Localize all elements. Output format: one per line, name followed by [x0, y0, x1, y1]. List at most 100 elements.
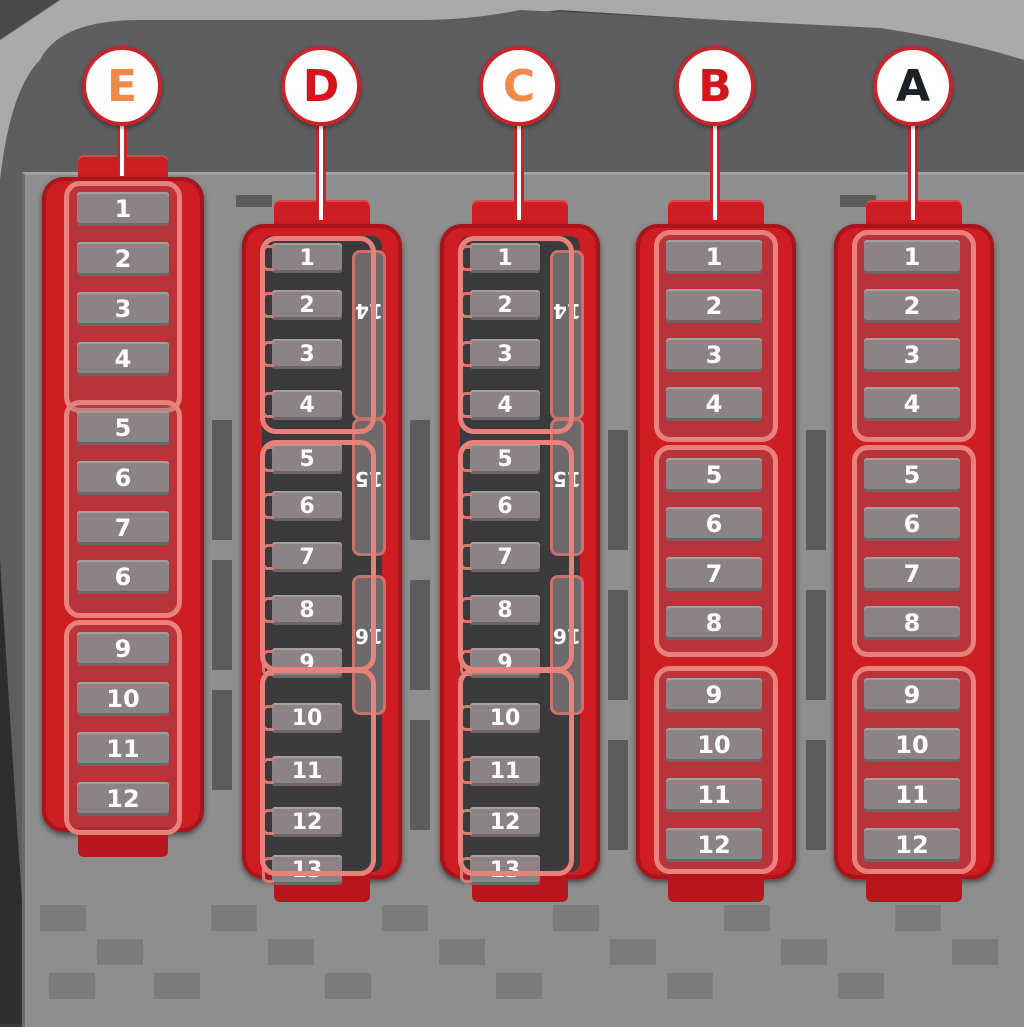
- fuse-a-7[interactable]: 7: [864, 557, 960, 591]
- fuse-e-5[interactable]: 5: [77, 411, 169, 445]
- fuse-d-4[interactable]: 4: [272, 390, 342, 420]
- module-a-foot: [866, 872, 962, 902]
- fuse-b-11[interactable]: 11: [666, 778, 762, 812]
- fuse-c-13[interactable]: 13: [470, 855, 540, 885]
- fuse-e-2[interactable]: 2: [77, 242, 169, 276]
- callout-a: A: [873, 46, 953, 126]
- fuse-b-7[interactable]: 7: [666, 557, 762, 591]
- panel-pad: [325, 973, 371, 999]
- fuse-b-6[interactable]: 6: [666, 507, 762, 541]
- fuse-e-3[interactable]: 3: [77, 292, 169, 326]
- callout-b: B: [675, 46, 755, 126]
- fuse-d-12[interactable]: 12: [272, 807, 342, 837]
- fuse-d-6[interactable]: 6: [272, 491, 342, 521]
- fuse-c-10[interactable]: 10: [470, 703, 540, 733]
- fuse-a-1[interactable]: 1: [864, 240, 960, 274]
- module-d-group-2: [260, 440, 376, 672]
- fuse-e-8[interactable]: 6: [77, 560, 169, 594]
- fuse-b-2[interactable]: 2: [666, 289, 762, 323]
- fuse-d-11[interactable]: 11: [272, 756, 342, 786]
- callout-b-letter: B: [698, 60, 732, 112]
- fuse-a-9[interactable]: 9: [864, 678, 960, 712]
- fuse-e-6[interactable]: 6: [77, 461, 169, 495]
- fuse-c-3[interactable]: 3: [470, 339, 540, 369]
- fuse-b-1[interactable]: 1: [666, 240, 762, 274]
- callout-d: D: [281, 46, 361, 126]
- panel-slot: [806, 590, 826, 700]
- fuse-a-10[interactable]: 10: [864, 728, 960, 762]
- module-c-group-2: [458, 440, 574, 672]
- fuse-c-8[interactable]: 8: [470, 595, 540, 625]
- fuse-b-8[interactable]: 8: [666, 606, 762, 640]
- fuse-c-6[interactable]: 6: [470, 491, 540, 521]
- callout-c-leader: [514, 118, 524, 220]
- fuse-a-2[interactable]: 2: [864, 289, 960, 323]
- side-fuse-c-16[interactable]: 16: [550, 575, 584, 715]
- fuse-b-10[interactable]: 10: [666, 728, 762, 762]
- callout-b-leader: [710, 118, 720, 220]
- fuse-b-4[interactable]: 4: [666, 387, 762, 421]
- callout-d-leader: [316, 118, 326, 220]
- fuse-e-4[interactable]: 4: [77, 342, 169, 376]
- fuse-c-1[interactable]: 1: [470, 243, 540, 273]
- fuse-a-11[interactable]: 11: [864, 778, 960, 812]
- panel-pad: [40, 905, 86, 931]
- panel-slot: [410, 720, 430, 830]
- fuse-d-2[interactable]: 2: [272, 290, 342, 320]
- fuse-d-8[interactable]: 8: [272, 595, 342, 625]
- fuse-e-10[interactable]: 10: [77, 682, 169, 716]
- fuse-e-12[interactable]: 12: [77, 782, 169, 816]
- side-fuse-c-14[interactable]: 14: [550, 250, 584, 420]
- side-fuse-d-14[interactable]: 14: [352, 250, 386, 420]
- panel-slot: [608, 590, 628, 700]
- fuse-a-12[interactable]: 12: [864, 828, 960, 862]
- fuse-b-12[interactable]: 12: [666, 828, 762, 862]
- callout-e: E: [82, 46, 162, 126]
- fuse-a-4[interactable]: 4: [864, 387, 960, 421]
- panel-slot: [212, 420, 232, 540]
- side-fuse-d-16[interactable]: 16: [352, 575, 386, 715]
- fuse-e-11[interactable]: 11: [77, 732, 169, 766]
- fuse-c-5[interactable]: 5: [470, 444, 540, 474]
- fuse-d-5[interactable]: 5: [272, 444, 342, 474]
- fuse-c-12[interactable]: 12: [470, 807, 540, 837]
- panel-slot: [806, 740, 826, 850]
- fuse-c-7[interactable]: 7: [470, 542, 540, 572]
- fuse-d-3[interactable]: 3: [272, 339, 342, 369]
- module-d-group-1: [260, 236, 376, 434]
- panel-pad: [154, 973, 200, 999]
- fuse-b-5[interactable]: 5: [666, 458, 762, 492]
- fuse-a-3[interactable]: 3: [864, 338, 960, 372]
- module-d-group-3: [260, 668, 376, 876]
- fuse-a-5[interactable]: 5: [864, 458, 960, 492]
- fuse-d-9[interactable]: 9: [272, 648, 342, 678]
- fuse-e-9[interactable]: 9: [77, 632, 169, 666]
- panel-slot: [410, 420, 430, 540]
- fuse-c-11[interactable]: 11: [470, 756, 540, 786]
- panel-pad: [382, 905, 428, 931]
- fuse-d-1[interactable]: 1: [272, 243, 342, 273]
- panel-slot: [410, 580, 430, 690]
- panel-pad: [49, 973, 95, 999]
- callout-d-letter: D: [302, 60, 340, 112]
- panel-pad: [211, 905, 257, 931]
- fuse-b-9[interactable]: 9: [666, 678, 762, 712]
- panel-pad: [553, 905, 599, 931]
- fuse-d-13[interactable]: 13: [272, 855, 342, 885]
- fuse-a-8[interactable]: 8: [864, 606, 960, 640]
- fuse-d-10[interactable]: 10: [272, 703, 342, 733]
- fuse-c-4[interactable]: 4: [470, 390, 540, 420]
- callout-e-letter: E: [106, 60, 138, 112]
- panel-pad: [781, 939, 827, 965]
- panel-pad: [895, 905, 941, 931]
- callout-a-leader: [908, 118, 918, 220]
- fuse-b-3[interactable]: 3: [666, 338, 762, 372]
- module-b-foot: [668, 872, 764, 902]
- fuse-c-2[interactable]: 2: [470, 290, 540, 320]
- fuse-e-7[interactable]: 7: [77, 511, 169, 545]
- fuse-d-7[interactable]: 7: [272, 542, 342, 572]
- module-a-frame: [834, 224, 994, 879]
- fuse-a-6[interactable]: 6: [864, 507, 960, 541]
- fuse-e-1[interactable]: 1: [77, 192, 169, 226]
